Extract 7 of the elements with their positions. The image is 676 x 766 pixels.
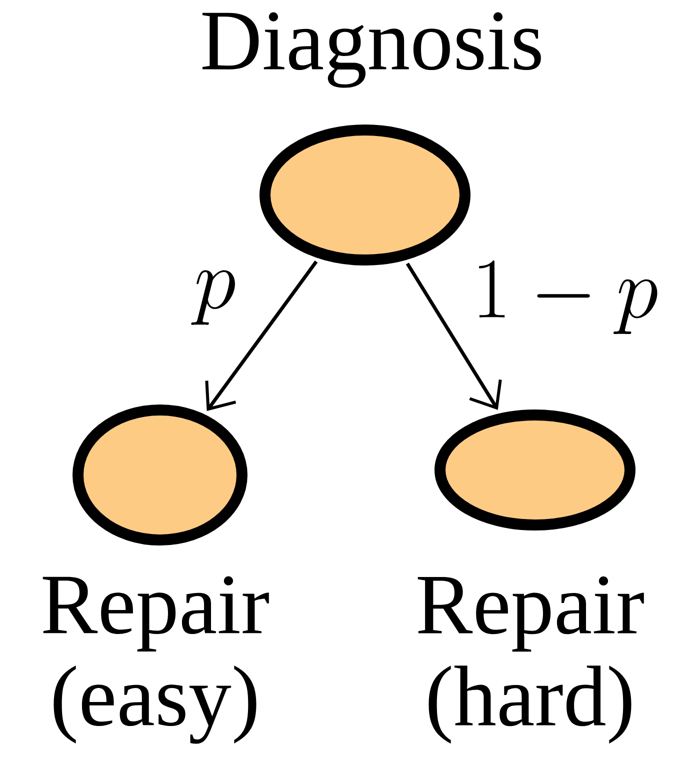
edge-label: $p$ [191,270,235,325]
arrow [205,260,318,412]
edge-label: $1 - p$ [479,260,658,334]
node-label: Repair (hard) [418,576,644,744]
node-label: Diagnosis [202,12,541,88]
node-label: Repair (easy) [42,576,269,744]
arrow [406,262,502,410]
